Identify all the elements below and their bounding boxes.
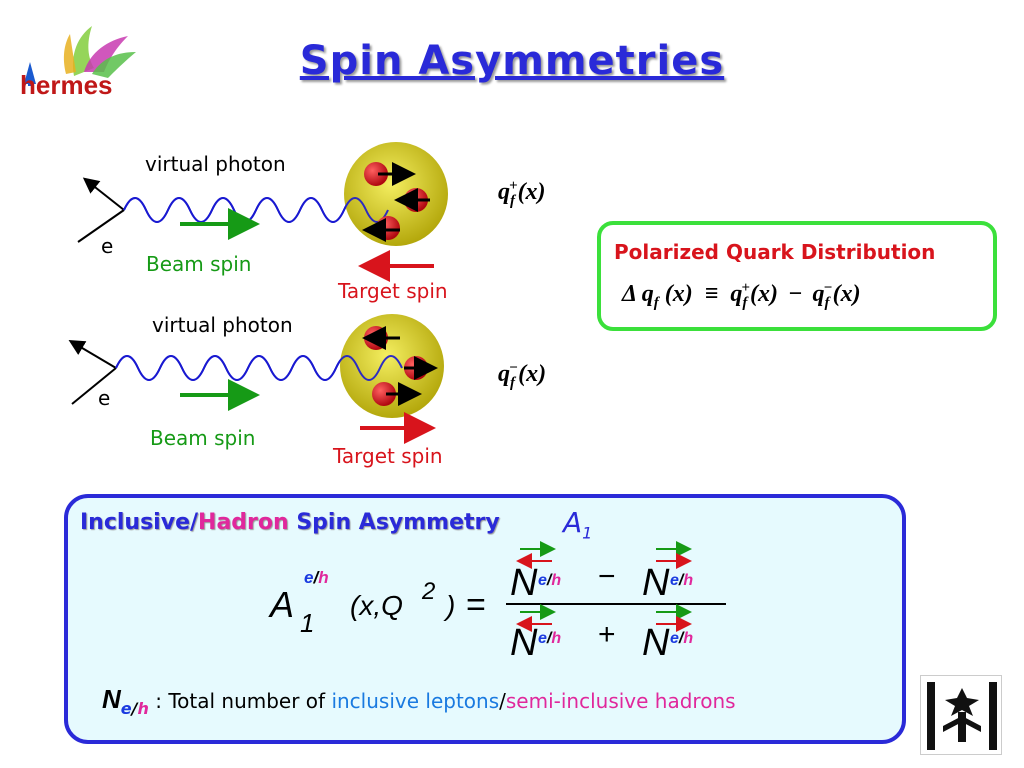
den-N1-sub: e/h	[538, 630, 562, 647]
formula-A-sub: 1	[300, 608, 315, 638]
top-quarks	[362, 162, 430, 242]
asymmetry-box	[64, 494, 906, 744]
emblem-icon	[927, 682, 997, 750]
formula-equals: =	[466, 586, 486, 624]
pqd-equation: Δ qf (x) ≡ qf+(x) − qf−(x)	[622, 280, 861, 311]
bottom-electron-vertex	[68, 339, 117, 405]
pqd-title: Polarized Quark Distribution	[614, 240, 936, 264]
university-emblem	[920, 675, 1002, 755]
top-beam-spin-label: Beam spin	[146, 252, 252, 276]
logo-text: hermes	[20, 70, 113, 100]
num-minus: −	[598, 560, 616, 593]
formula-A: A	[270, 584, 295, 625]
bottom-quarks	[362, 326, 438, 406]
num-N1-sub: e/h	[538, 572, 562, 589]
hermes-logo: hermes	[12, 14, 142, 104]
top-distribution-label: qf+(x)	[498, 178, 546, 209]
top-target-spin-label: Target spin	[338, 279, 448, 303]
fraction-line	[506, 603, 726, 605]
formula-args-sup: 2	[422, 578, 436, 605]
bottom-electron-label: e	[98, 386, 111, 410]
top-electron-label: e	[101, 234, 114, 258]
pqd-box	[597, 221, 997, 331]
den-plus: +	[598, 618, 616, 651]
footnote: Ne/h : Total number of inclusive leptons…	[102, 684, 736, 718]
bottom-distribution-label: qf−(x)	[498, 360, 547, 391]
formula-args-close: )	[446, 590, 456, 621]
a1-label: A1	[563, 506, 593, 543]
num-N1: N	[510, 562, 538, 604]
bottom-photon-label: virtual photon	[152, 313, 293, 337]
top-photon-label: virtual photon	[145, 152, 286, 176]
den-N2: N	[642, 622, 670, 664]
bottom-beam-spin-label: Beam spin	[150, 426, 256, 450]
slide-title: Spin Asymmetries	[299, 38, 725, 84]
den-N2-sub: e/h	[670, 630, 694, 647]
asymmetry-title: Inclusive/Hadron Spin Asymmetry	[80, 510, 500, 535]
formula-A-sup: e/h	[304, 568, 329, 587]
num-N2: N	[642, 562, 670, 604]
formula-args: (x,Q	[350, 590, 403, 621]
bottom-target-spin-label: Target spin	[333, 444, 443, 468]
num-N2-sub: e/h	[670, 572, 694, 589]
winged-hermes-logo-icon	[24, 26, 136, 86]
top-electron-vertex	[77, 177, 125, 243]
